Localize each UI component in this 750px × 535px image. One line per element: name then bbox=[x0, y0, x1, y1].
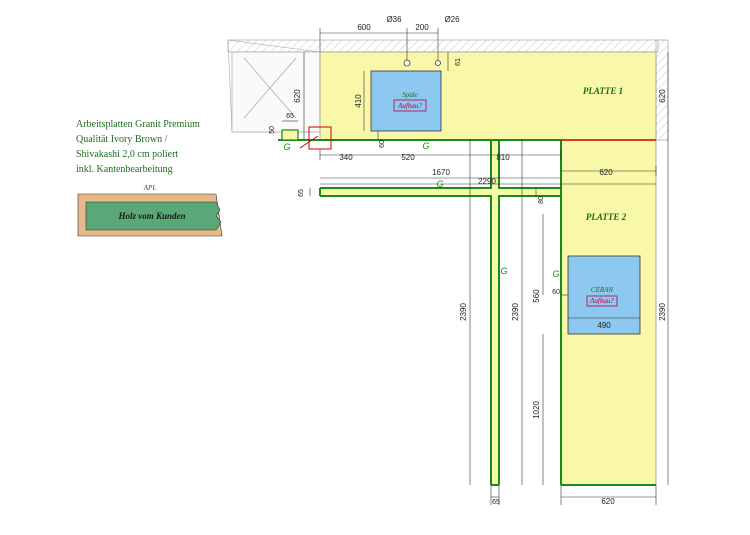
dim-620-mid: 620 bbox=[599, 168, 613, 177]
dim-65-left: 65 bbox=[298, 189, 305, 197]
sink-note-box bbox=[393, 99, 427, 112]
legend-swatch bbox=[77, 193, 223, 237]
dim-65-top: 65 bbox=[286, 113, 294, 120]
edge-g-3: G bbox=[436, 179, 443, 189]
dim-2390-right: 2390 bbox=[658, 303, 667, 321]
dim-61: 61 bbox=[455, 58, 462, 66]
dim-620-bottom: 620 bbox=[601, 497, 615, 506]
small-left-piece bbox=[281, 129, 299, 141]
edge-g-4: G bbox=[500, 266, 507, 276]
dim-1670: 1670 bbox=[432, 168, 450, 177]
dim-520: 520 bbox=[401, 153, 415, 162]
dim-410: 410 bbox=[354, 94, 363, 108]
platte-1-label: PLATTE 1 bbox=[583, 86, 623, 96]
ceran-cutout[interactable] bbox=[567, 255, 641, 335]
edge-g-2: G bbox=[422, 141, 429, 151]
dim-620-right: 620 bbox=[658, 89, 667, 103]
legend-holz-label: Holz vom Kunden bbox=[117, 211, 185, 221]
legend-apl-label: APL bbox=[143, 184, 157, 192]
dim-2390-b: 2390 bbox=[511, 303, 520, 321]
tap-hole-1-icon bbox=[403, 59, 411, 67]
dim-810: 810 bbox=[496, 153, 510, 162]
description-line-3: Shivakashi 2,0 cm poliert bbox=[76, 149, 178, 160]
sink-label: Spüle bbox=[402, 91, 418, 99]
platte-2-label: PLATTE 2 bbox=[586, 212, 627, 222]
appliance-box bbox=[231, 51, 321, 133]
dim-60-sink: 60 bbox=[379, 140, 386, 148]
edge-g-5: G bbox=[552, 269, 559, 279]
description-line-4: inkl. Kantenbearbeitung bbox=[76, 164, 173, 175]
strip-horizontal bbox=[321, 189, 560, 195]
dim-490: 490 bbox=[597, 321, 611, 330]
dim-65-bottom: 65 bbox=[492, 499, 500, 506]
dim-560: 560 bbox=[532, 289, 541, 303]
dim-2290: 2290 bbox=[478, 177, 496, 186]
tap-hole-2-icon bbox=[435, 60, 441, 66]
dim-620-left: 620 bbox=[293, 89, 302, 103]
dim-600-top: 600 bbox=[357, 23, 371, 32]
platte-1[interactable] bbox=[319, 51, 657, 141]
sink-cutout[interactable] bbox=[370, 70, 442, 132]
ceran-note-box bbox=[586, 295, 618, 307]
red-corner-box bbox=[308, 126, 332, 150]
dim-340: 340 bbox=[339, 153, 353, 162]
ceran-label: CERAN bbox=[591, 286, 613, 294]
strip-vertical bbox=[492, 141, 498, 484]
dim-50: 50 bbox=[269, 126, 276, 134]
dim-200: 200 bbox=[415, 23, 429, 32]
ceran-note: Aufbau? bbox=[589, 297, 614, 305]
dim-60-ceran: 60 bbox=[552, 289, 560, 296]
edge-lines bbox=[278, 139, 656, 486]
dim-hole-1: Ø36 bbox=[386, 15, 402, 24]
edge-g-1: G bbox=[283, 142, 290, 152]
description-line-1: Arbeitsplatten Granit Premium bbox=[76, 119, 200, 130]
description-line-2: Qualität Ivory Brown / bbox=[76, 134, 168, 145]
dim-2390-a: 2390 bbox=[459, 303, 468, 321]
dim-80: 80 bbox=[538, 196, 545, 204]
sink-note: Aufbau? bbox=[397, 102, 422, 110]
dim-1020: 1020 bbox=[532, 401, 541, 419]
dimension-lines bbox=[282, 28, 669, 505]
dim-hole-2: Ø26 bbox=[444, 15, 460, 24]
